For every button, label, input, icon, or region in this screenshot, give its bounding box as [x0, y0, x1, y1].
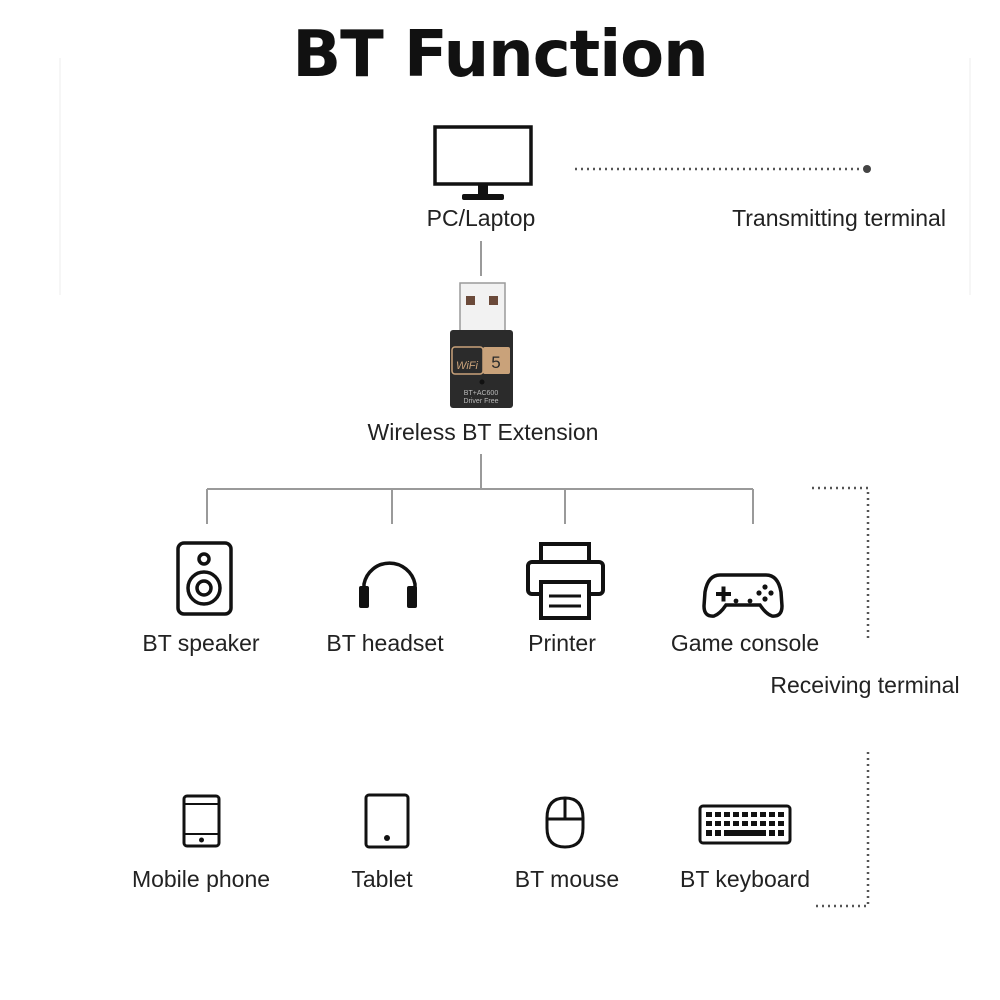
- mouse-icon: [545, 796, 585, 849]
- device-label-keyboard: BT keyboard: [680, 866, 810, 892]
- printer-icon: [526, 542, 605, 620]
- monitor-icon: [433, 125, 533, 200]
- tablet-icon: [364, 793, 410, 849]
- tree-connectors: [206, 454, 754, 524]
- device-label-mobile-phone: Mobile phone: [131, 866, 271, 892]
- adapter-caption-2: Driver Free: [463, 398, 498, 405]
- phone-icon: [182, 794, 221, 848]
- device-label-headset: BT headset: [326, 630, 444, 656]
- page-title: BT Function: [292, 18, 708, 92]
- device-label-game-console: Game console: [670, 630, 820, 656]
- device-label-speaker: BT speaker: [142, 630, 260, 656]
- transmitting-terminal-label: Transmitting terminal: [732, 205, 946, 231]
- pc-laptop-label: PC/Laptop: [426, 205, 536, 231]
- headphones-icon: [359, 561, 417, 608]
- transmitting-dot: [863, 165, 871, 173]
- gamepad-icon: [702, 573, 784, 618]
- receiving-terminal-label: Receiving terminal: [770, 672, 960, 698]
- adapter-caption-1: BT+AC600: [464, 390, 499, 397]
- adapter-badge-number: 5: [491, 353, 500, 372]
- adapter-badge-text: WiFi: [456, 360, 478, 372]
- receiving-dotted-bracket: [812, 486, 870, 908]
- speaker-icon: [176, 541, 233, 616]
- keyboard-icon: [698, 804, 792, 845]
- usb-wifi-adapter-icon: WiFi 5 BT+AC600 Driver Free: [450, 282, 513, 408]
- device-label-tablet: Tablet: [351, 866, 413, 892]
- device-label-printer: Printer: [528, 630, 596, 656]
- adapter-label: Wireless BT Extension: [367, 419, 599, 445]
- device-label-mouse: BT mouse: [514, 866, 620, 892]
